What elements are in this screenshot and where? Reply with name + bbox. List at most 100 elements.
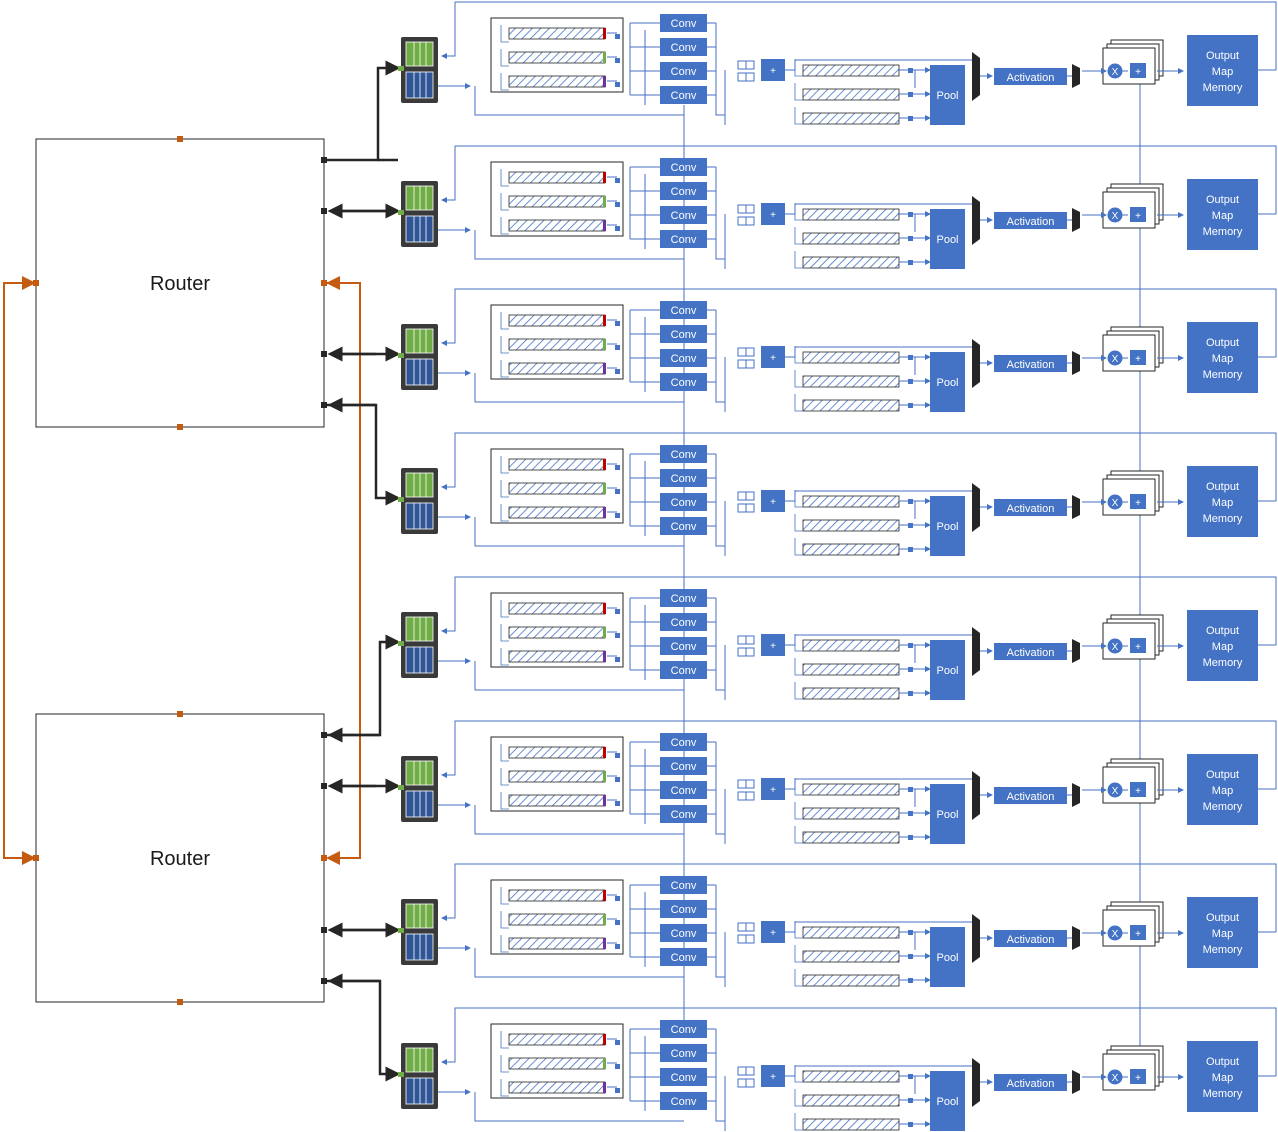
pool-label: Pool [936,521,958,533]
adder-reg [737,204,747,214]
register-flag [603,459,606,470]
accumulate-label: + [1135,67,1141,78]
register-flag [603,172,606,183]
register-flag [603,507,606,518]
mux [972,483,980,532]
conv-label: Conv [671,353,697,365]
line-buffer-loop [794,802,803,820]
port-dot [615,82,620,87]
weight-register [508,338,606,351]
multiply-node [1107,1069,1123,1085]
line-buffer-loop [794,83,803,101]
buffer-green-bank [405,328,434,354]
conv-label: Conv [671,593,697,605]
adder-reg [737,216,747,226]
activation-block [994,787,1067,804]
accumulate-label: + [1135,498,1141,509]
conv-label: Conv [671,186,697,198]
register-loop [500,480,509,498]
port-dot [615,801,620,806]
act-mux [1072,64,1080,88]
adder-reg [737,72,747,82]
output-map-memory [1187,466,1258,537]
memory-label-line1: Output [1206,769,1239,781]
port-dot [615,777,620,782]
conv-label: Conv [671,305,697,317]
adder-reg [745,60,755,70]
accumulate-label: + [1135,211,1141,222]
mac-stack [1102,909,1156,947]
register-flag [603,1034,606,1045]
port-dot [615,1064,620,1069]
weight-register [508,75,606,88]
register-flag [603,747,606,758]
register-loop [500,600,509,618]
memory-label-line2: Map [1212,210,1233,222]
multiply-label: X [1112,1073,1119,1084]
conv-block [660,206,707,224]
act-mux [1072,208,1080,232]
conv-block [660,733,707,751]
conv-block [660,781,707,799]
buffer-green-bank [405,760,434,786]
memory-label-line3: Memory [1203,657,1243,669]
register-loop [500,887,509,905]
adder-reg [745,204,755,214]
memory-label-line2: Map [1212,1072,1233,1084]
port-dot [615,1088,620,1093]
conv-label: Conv [671,928,697,940]
port-dot [615,58,620,63]
memory-label-line2: Map [1212,641,1233,653]
adder-reg [737,647,747,657]
feedback-wire [441,1007,1277,1076]
conv-label: Conv [671,66,697,78]
register-loop [500,73,509,91]
conv-label: Conv [671,18,697,30]
register-loop [500,1079,509,1097]
register-loop [500,1031,509,1049]
memory-label-line1: Output [1206,625,1239,637]
multiply-node [1107,782,1123,798]
accumulate-label: + [1135,642,1141,653]
register-loop [500,360,509,378]
register-flag [603,914,606,925]
adder-reg [737,60,747,70]
line-buffer-loop [794,227,803,245]
mux [972,771,980,820]
weight-register [508,746,606,759]
pool-block [930,496,965,556]
line-buffer [802,950,900,963]
act-mux [1072,1070,1080,1094]
conv-label: Conv [671,329,697,341]
memory-label-line3: Memory [1203,801,1243,813]
line-buffer [802,64,900,77]
pool-label: Pool [936,377,958,389]
weight-register [508,195,606,208]
pool-label: Pool [936,1096,958,1108]
bypass-wire [474,373,684,403]
conv-block [660,661,707,679]
buffer-green-bank [405,472,434,498]
port-dot [615,178,620,183]
buffer-navy-bank [405,790,434,818]
conv-block [660,900,707,918]
weight-register [508,889,606,902]
router-buffer-links [326,60,401,1082]
line-buffer [802,208,900,221]
line-buffer [802,639,900,652]
router-side-ports [321,157,327,984]
accumulate-node [1130,1069,1146,1084]
line-buffer-loop [794,107,803,125]
port-dot [615,202,620,207]
mux [972,627,980,676]
weight-register [508,506,606,519]
register-flag [603,483,606,494]
memory-label-line1: Output [1206,337,1239,349]
accumulate-label: + [1135,786,1141,797]
line-buffer-loop [794,490,803,508]
accumulate-label: + [1135,354,1141,365]
register-flag [603,890,606,901]
conv-block [660,493,707,511]
register-flag [603,771,606,782]
